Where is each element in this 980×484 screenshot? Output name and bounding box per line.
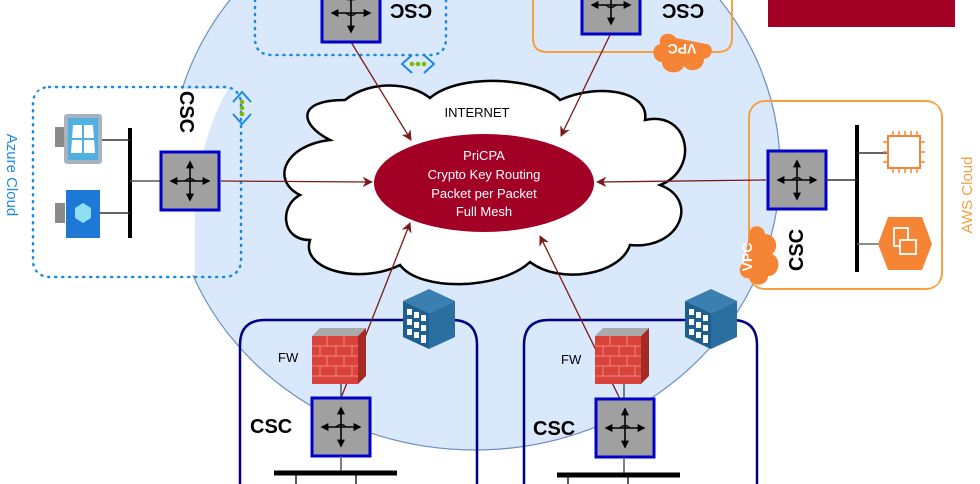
vpc-label-top: VPC xyxy=(668,41,697,57)
fw-label-right: FW xyxy=(561,352,582,367)
aws-workspaces-icon xyxy=(878,217,932,270)
router-top-left xyxy=(322,0,380,42)
router-top-right xyxy=(582,0,640,34)
azure-peering-icon-side xyxy=(232,90,252,126)
core-line-3: Packet per Packet xyxy=(431,186,537,201)
router-azure xyxy=(161,152,219,210)
firewall-icon-left xyxy=(311,327,367,385)
firewall-icon-right xyxy=(594,327,650,385)
router-aws xyxy=(768,151,826,209)
csc-label-top-left: CSC xyxy=(390,0,432,21)
azure-cloud-boundary xyxy=(31,85,243,279)
legend-banner xyxy=(768,0,955,27)
building-icon-left xyxy=(403,289,455,349)
aws-cloud-label: AWS Cloud xyxy=(959,157,976,234)
aws-ec2-chip-icon xyxy=(883,131,925,173)
aws-top-boundary xyxy=(532,0,733,53)
fw-label-left: FW xyxy=(278,350,299,365)
azure-vm-icon xyxy=(55,114,102,164)
arrow-right xyxy=(595,176,767,188)
csc-label-site-left: CSC xyxy=(250,416,292,438)
building-icon-right xyxy=(685,289,737,349)
csc-label-top-right: CSC xyxy=(662,0,704,21)
internet-label: INTERNET xyxy=(445,105,510,120)
arrow-top-right xyxy=(560,34,611,137)
pricpa-core xyxy=(374,134,594,232)
core-line-2: Crypto Key Routing xyxy=(428,167,541,182)
router-site-right xyxy=(596,399,654,457)
aws-cloud-boundary xyxy=(748,100,943,290)
site-right-boundary xyxy=(522,318,759,484)
core-line-1: PriCPA xyxy=(463,148,505,163)
arrow-left xyxy=(220,176,374,188)
vpc-label-aws: VPC xyxy=(739,243,755,272)
azure-peering-icon-top xyxy=(400,54,436,74)
arrow-top-left xyxy=(350,41,412,141)
router-site-left xyxy=(312,398,370,456)
csc-label-site-right: CSC xyxy=(533,418,575,440)
csc-label-aws: CSC xyxy=(786,229,808,271)
azure-scale-set-icon xyxy=(55,190,100,238)
azure-cloud-label: Azure Cloud xyxy=(3,134,20,217)
site-left-boundary xyxy=(238,318,479,484)
core-line-4: Full Mesh xyxy=(456,204,512,219)
csc-label-azure: CSC xyxy=(175,91,197,133)
